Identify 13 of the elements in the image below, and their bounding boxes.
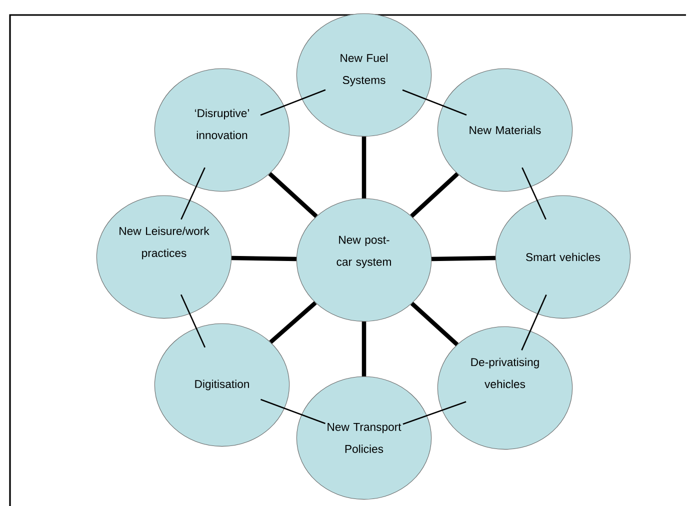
connector-line [521, 294, 547, 350]
connector-line [410, 302, 459, 346]
connector-line [362, 322, 366, 376]
connector-line [432, 256, 496, 262]
connector-line [268, 172, 318, 218]
connector-line [410, 172, 459, 218]
connector-line [232, 256, 296, 262]
connector-line [402, 89, 467, 116]
connector-line [402, 401, 466, 425]
connector-line [269, 301, 317, 344]
connector-line [260, 89, 326, 116]
connector-line [260, 398, 326, 424]
connector-line [362, 136, 366, 198]
